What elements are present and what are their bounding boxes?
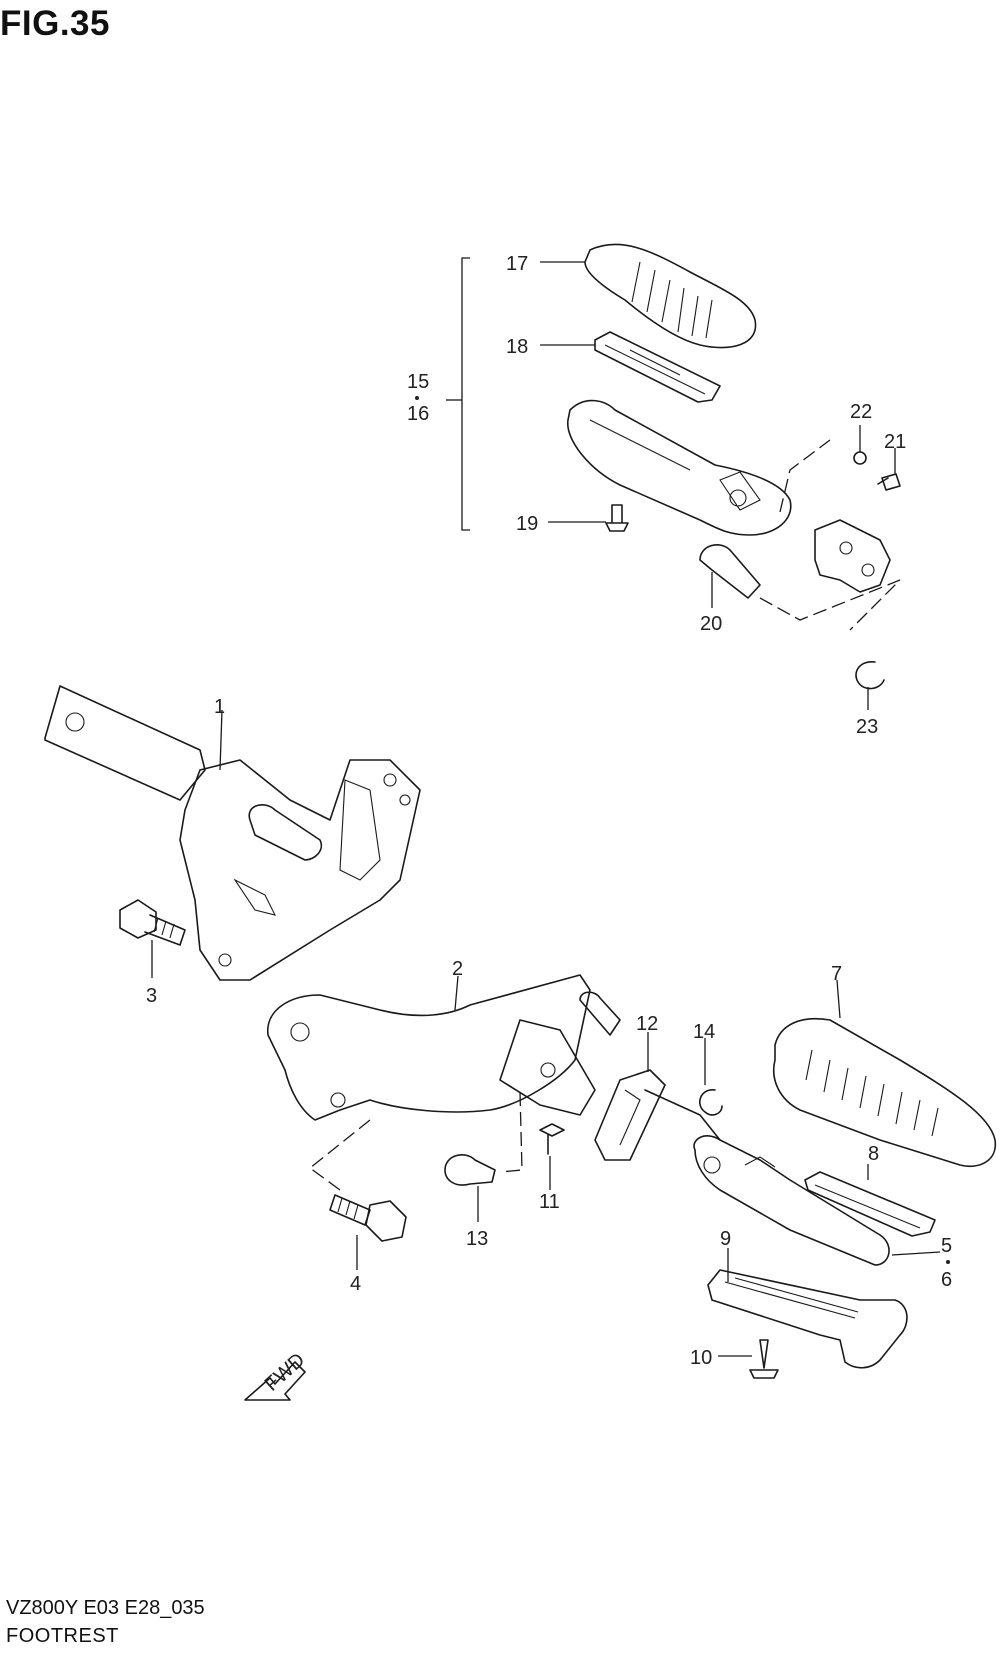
upper-footrest-arm <box>567 399 792 536</box>
callout-12: 12 <box>636 1013 658 1035</box>
callout-9: 9 <box>720 1228 731 1250</box>
callout-13: 13 <box>466 1228 488 1250</box>
part-22-washer <box>853 425 867 465</box>
leader-dashed-upper <box>779 439 831 513</box>
leader-dashed-pin-13 <box>499 1091 523 1173</box>
callout-10: 10 <box>690 1347 712 1369</box>
callout-14: 14 <box>693 1021 715 1043</box>
part-12-plate <box>594 1032 666 1161</box>
callout-22: 22 <box>850 401 872 423</box>
upper-bracket <box>814 519 891 593</box>
part-17-footrest-rubber <box>540 243 757 349</box>
callout-18: 18 <box>506 336 528 358</box>
callout-8: 8 <box>868 1143 879 1165</box>
callout-23: 23 <box>856 716 878 738</box>
part-14-e-clip <box>699 1038 723 1116</box>
callout-21: 21 <box>884 431 906 453</box>
callout-20: 20 <box>700 613 722 635</box>
fwd-label: FWD <box>261 1349 310 1396</box>
part-13-pin <box>444 1154 496 1222</box>
callout-1: 1 <box>214 696 225 718</box>
part-11-clip <box>539 1123 565 1190</box>
figure-title: FIG.35 <box>0 4 110 43</box>
callout-dot-15-16 <box>415 396 419 400</box>
part-3-bolt <box>119 899 186 978</box>
callout-6: 6 <box>941 1269 952 1291</box>
leader-dashed-lower <box>308 1119 371 1191</box>
part-5-6-footrest-arm <box>644 1089 941 1266</box>
part-7-footrest-rubber <box>773 979 996 1167</box>
callout-3: 3 <box>146 985 157 1007</box>
part-23-e-clip <box>855 661 885 710</box>
leader-dashed-pin <box>759 579 901 631</box>
part-8-plate <box>804 1164 936 1237</box>
drawing-name: FOOTREST <box>6 1625 119 1647</box>
callout-19: 19 <box>516 513 538 535</box>
callout-7: 7 <box>831 963 842 985</box>
part-2-lower-bracket <box>267 974 621 1121</box>
callout-4: 4 <box>350 1273 361 1295</box>
part-4-bolt <box>329 1194 407 1270</box>
part-21-bolt <box>877 448 901 491</box>
callout-11: 11 <box>539 1191 560 1213</box>
part-10-screw <box>718 1339 779 1379</box>
part-20-pin <box>699 544 761 608</box>
fwd-arrow: FWD <box>244 1349 310 1401</box>
part-1-main-bracket <box>44 685 421 981</box>
callout-dot-5-6 <box>946 1260 950 1264</box>
assembly-bracket-15-16 <box>446 257 470 531</box>
part-18-plate <box>540 331 721 403</box>
part-19-screw <box>548 504 629 532</box>
callout-2: 2 <box>452 958 463 980</box>
callout-17: 17 <box>506 253 528 275</box>
callout-15: 15 <box>407 371 429 393</box>
part-9-cover <box>707 1248 908 1369</box>
drawing-code: VZ800Y E03 E28_035 <box>6 1597 205 1619</box>
callout-16: 16 <box>407 403 429 425</box>
callout-5: 5 <box>941 1235 952 1257</box>
